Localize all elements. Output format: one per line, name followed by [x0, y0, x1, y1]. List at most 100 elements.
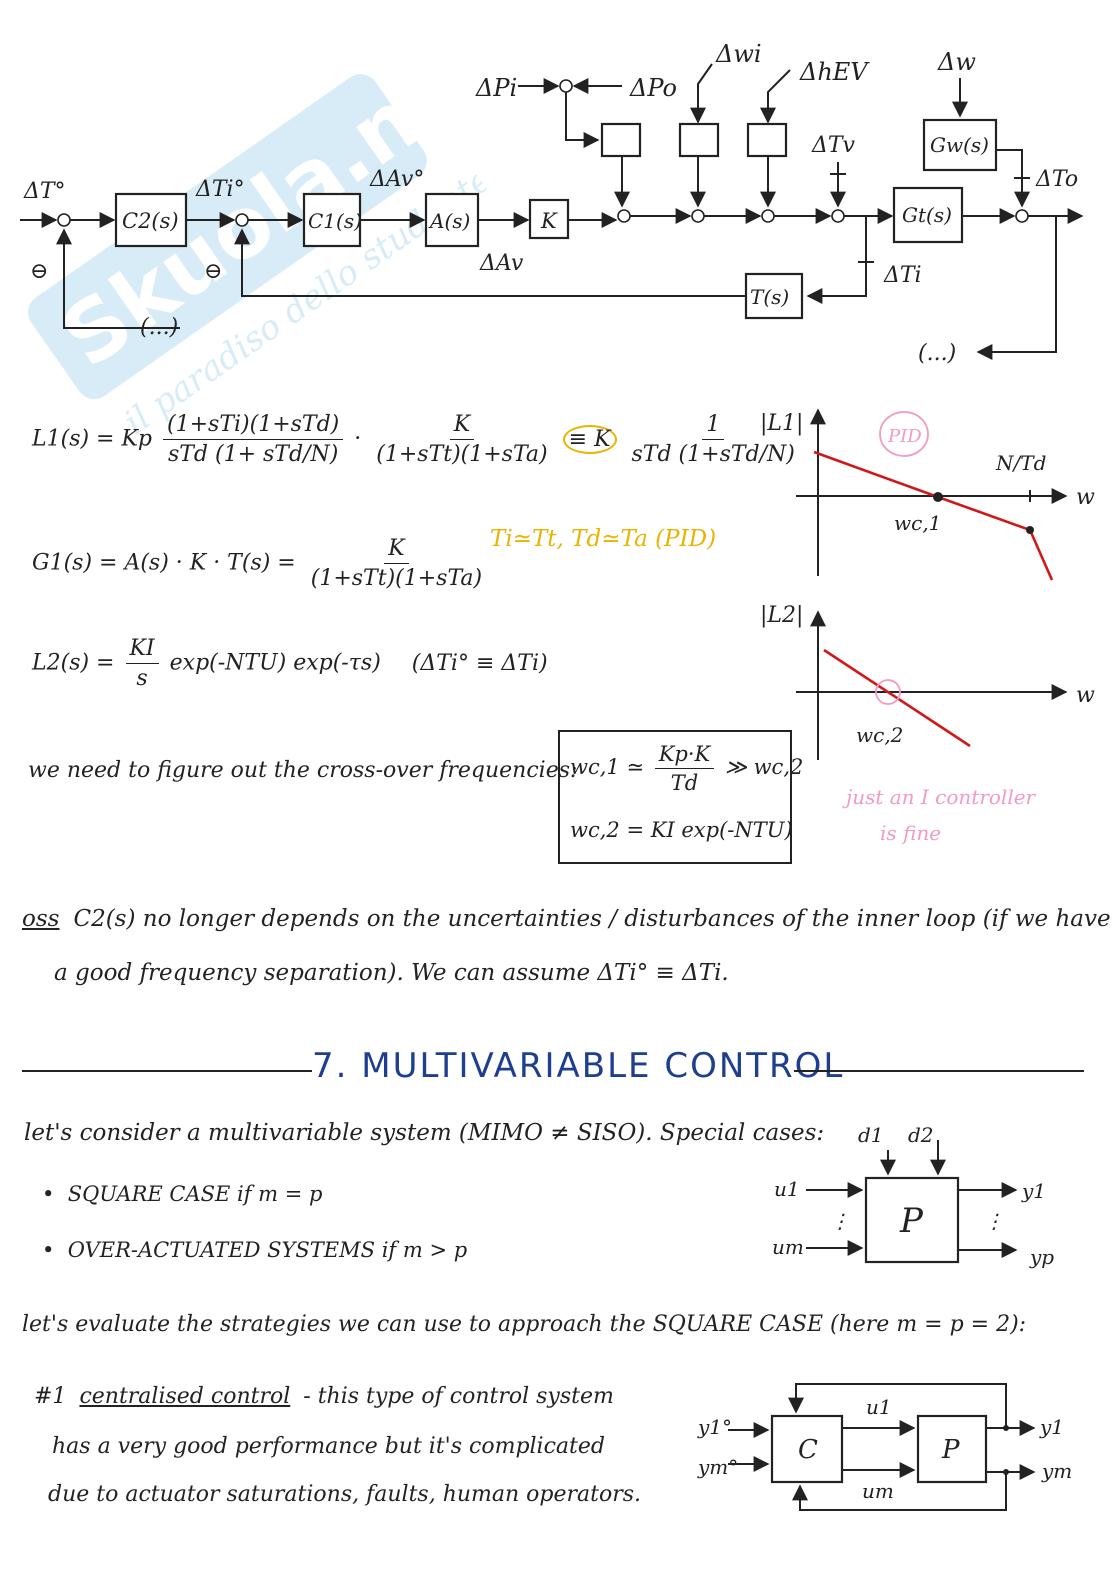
central-plant-block — [916, 1414, 988, 1484]
plot2-ylabel: |L2| — [760, 603, 803, 628]
block-gt-label: Gt(s) — [902, 203, 952, 227]
equation-l1: L1(s) = Kp (1+sTi)(1+sTd) sTd (1+ sTd/N)… — [32, 412, 803, 467]
l2-rest: exp(-NTU) exp(-τs) — [169, 650, 381, 676]
l2-num: KI — [125, 636, 159, 664]
label-dtv: ΔTv — [811, 133, 856, 158]
label-dti-ref: ΔTi° — [195, 177, 245, 202]
label-dav: ΔAv — [479, 251, 524, 276]
block-c2 — [114, 192, 188, 248]
block-c1-label: C1(s) — [308, 209, 362, 233]
mimo-yp: yp — [1029, 1245, 1054, 1269]
pid-note: Ti≃Tt, Td≃Ta (PID) — [490, 526, 717, 552]
label-dwi: Δwi — [715, 40, 762, 68]
l1-frac2: K (1+sTt)(1+sTa) — [372, 412, 551, 467]
label-dw: Δw — [937, 48, 976, 76]
oss-text1: C2(s) no longer depends on the uncertain… — [73, 906, 1111, 932]
central-ym: ym — [1041, 1459, 1072, 1483]
plot1-corner-label: N/Td — [995, 451, 1046, 475]
block-c2-label: C2(s) — [122, 209, 179, 233]
l1-frac3: 1 sTd (1+sTd/N) — [628, 412, 799, 467]
mimo-p: P — [899, 1201, 924, 1241]
block-diagram: ΔPi ΔPo Δwi ΔhEV Δw ΔTv ΔTo ΔT° ΔTi° ΔAv… — [20, 40, 1084, 366]
divider-left — [22, 1070, 312, 1072]
label-ellipsis-right: (...) — [918, 341, 956, 366]
label-dav-ref: ΔAv° — [369, 167, 424, 192]
mimo-um: um — [772, 1235, 804, 1259]
plot1-ylabel: |L1| — [760, 411, 803, 436]
mv-intro: let's consider a multivariable system (M… — [24, 1120, 825, 1146]
mimo-u1: u1 — [774, 1177, 800, 1201]
divider-right — [794, 1070, 1084, 1072]
central-y1: y1 — [1039, 1415, 1064, 1439]
strategy-line2: has a very good performance but it's com… — [52, 1434, 605, 1459]
controller-block — [770, 1414, 844, 1484]
wc1-row: wc,1 ≃ Kp·K Td ≫ wc,2 — [570, 742, 803, 795]
minus-sign-inner: ⊖ — [204, 259, 222, 284]
mimo-d2: d2 — [908, 1123, 934, 1147]
strategy-text1: - this type of control system — [303, 1384, 614, 1409]
pink-note-line1: just an I controller — [842, 785, 1037, 809]
wc1-rel: ≫ wc,2 — [724, 755, 804, 779]
l1-num2: K — [449, 412, 475, 440]
l1-dot: · — [354, 426, 362, 452]
plot2-cross-label: wc,2 — [856, 723, 903, 747]
plant-block — [864, 1176, 960, 1264]
strategy-name: centralised control — [79, 1384, 291, 1409]
oss-label: oss — [22, 906, 60, 932]
oss-line1: oss C2(s) no longer depends on the uncert… — [22, 906, 1111, 932]
strategy-num: #1 — [34, 1384, 67, 1409]
l1-den1: sTd (1+ sTd/N) — [167, 442, 339, 467]
l2-note: (ΔTi° ≡ ΔTi) — [411, 650, 548, 676]
l1-frac1: (1+sTi)(1+sTd) sTd (1+ sTd/N) — [163, 412, 344, 467]
crossover-point-1 — [933, 492, 943, 502]
mv-bullet2: • OVER-ACTUATED SYSTEMS if m > p — [42, 1238, 468, 1262]
mv-bullet1: • SQUARE CASE if m = p — [42, 1182, 323, 1206]
label-dt-ref: ΔT° — [23, 179, 66, 204]
plot1-axis-label: w — [1076, 485, 1095, 510]
strategy-line3: due to actuator saturations, faults, hum… — [48, 1482, 642, 1507]
block-t — [744, 272, 804, 320]
mv-bullet1-text: SQUARE CASE if m = p — [67, 1182, 323, 1206]
block-k-label: K — [540, 209, 558, 233]
central-um: um — [862, 1479, 894, 1503]
l2-den: s — [136, 666, 148, 691]
g1-den: (1+sTt)(1+sTa) — [310, 566, 483, 591]
central-p: P — [941, 1435, 960, 1465]
l1-den2: (1+sTt)(1+sTa) — [376, 442, 548, 467]
strategy-line1: #1 centralised control - this type of co… — [34, 1384, 614, 1409]
equation-g1: G1(s) = A(s) · K · T(s) = K (1+sTt)(1+sT… — [32, 536, 490, 591]
pid-circle — [879, 411, 929, 457]
wc1-den: Td — [670, 771, 699, 795]
section-title: 7. MULTIVARIABLE CONTROL — [312, 1046, 845, 1086]
label-dpo: ΔPo — [629, 74, 677, 102]
central-c: C — [798, 1435, 818, 1465]
label-dti: ΔTi — [883, 263, 922, 288]
central-u1: u1 — [866, 1395, 892, 1419]
label-dpi: ΔPi — [475, 74, 517, 102]
plot2-axis-label: w — [1076, 683, 1095, 708]
wc1-num: Kp·K — [654, 742, 715, 769]
corner-point — [1026, 526, 1034, 534]
label-dto: ΔTo — [1035, 167, 1078, 192]
crossover-intro: we need to figure out the cross-over fre… — [28, 758, 578, 783]
central-y1ref: y1° — [697, 1415, 732, 1439]
mv-bullet2-text: OVER-ACTUATED SYSTEMS if m > p — [67, 1238, 468, 1262]
block-gw-label: Gw(s) — [930, 133, 989, 157]
wc2-row: wc,2 = KI exp(-NTU) — [570, 818, 793, 842]
plot1-circle-label: PID — [887, 426, 922, 447]
l1-lhs: L1(s) = Kp — [32, 426, 153, 452]
label-ellipsis-left: (...) — [140, 315, 178, 340]
minus-sign-outer: ⊖ — [30, 259, 48, 284]
l1-num1: (1+sTi)(1+sTd) — [163, 412, 344, 440]
crossover-box: wc,1 ≃ Kp·K Td ≫ wc,2 wc,2 = KI exp(-NTU… — [558, 730, 803, 864]
l1-equiv: ≡ K — [562, 424, 617, 454]
l2-frac: KI s — [125, 636, 159, 691]
equation-l2: L2(s) = KI s exp(-NTU) exp(-τs) (ΔTi° ≡ … — [32, 636, 548, 691]
plot1-cross-label: wc,1 — [894, 511, 941, 535]
mimo-d1: d1 — [858, 1123, 884, 1147]
mimo-y1: y1 — [1021, 1179, 1046, 1203]
block-t-label: T(s) — [750, 285, 789, 309]
dist-block-pi — [600, 122, 642, 158]
wc1-lhs: wc,1 ≃ — [570, 755, 645, 779]
wc1-frac: Kp·K Td — [654, 742, 715, 795]
